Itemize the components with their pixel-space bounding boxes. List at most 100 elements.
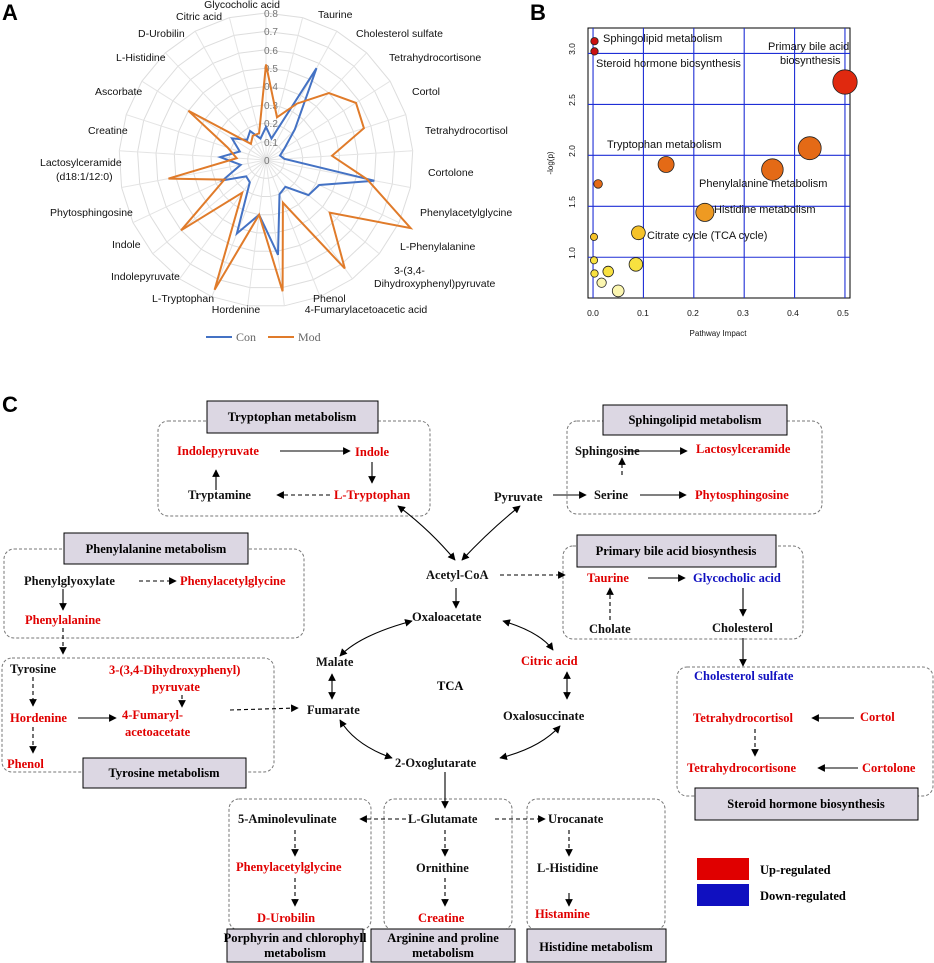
node-phenylacetylglycine: Phenylacetylglycine bbox=[180, 574, 286, 588]
node-l-glutamate: L-Glutamate bbox=[408, 812, 478, 826]
bile-acid-title-box bbox=[576, 534, 777, 568]
radar-tick: 0.6 bbox=[264, 46, 278, 57]
scatter-point bbox=[602, 265, 614, 278]
porphyrin-title-line2: metabolism bbox=[264, 946, 326, 960]
arrow bbox=[461, 505, 521, 561]
node-serine: Serine bbox=[594, 488, 628, 502]
radar-spoke bbox=[247, 159, 267, 306]
radar-spoke bbox=[265, 114, 406, 161]
radar-label: Lactosylceramide bbox=[40, 157, 122, 169]
radar-spoke bbox=[194, 30, 267, 161]
radar-spoke bbox=[265, 80, 391, 161]
node-d-urobilin: D-Urobilin bbox=[257, 911, 315, 925]
radar-tick: 0.1 bbox=[264, 138, 278, 149]
histidine-title: Histidine metabolism bbox=[539, 940, 653, 954]
porphyrin-title-line1: Porphyrin and chlorophyll bbox=[224, 931, 367, 945]
node-dihydroxyphenyl-line1: 3-(3,4-Dihydroxyphenyl) bbox=[109, 663, 240, 677]
node-indole: Indole bbox=[355, 445, 389, 459]
legend-down-swatch bbox=[697, 884, 749, 906]
radar-label: L-Histidine bbox=[116, 52, 166, 64]
histidine-title-box bbox=[526, 928, 667, 963]
node-2-oxoglutarate: 2-Oxoglutarate bbox=[395, 756, 477, 770]
bile-acid-title: Primary bile acid biosynthesis bbox=[596, 544, 757, 558]
x-tick: 0.2 bbox=[687, 308, 699, 318]
radar-label: Indolepyruvate bbox=[111, 271, 180, 283]
node-ornithine: Ornithine bbox=[416, 861, 469, 875]
x-tick: 0.0 bbox=[587, 308, 599, 318]
tyrosine-title-box bbox=[82, 757, 247, 789]
radar-spoke bbox=[119, 150, 267, 161]
scatter-point bbox=[761, 158, 784, 181]
radar-label: D-Urobilin bbox=[138, 28, 185, 40]
node-fumaryl-line1: 4-Fumaryl- bbox=[122, 708, 183, 722]
node-creatine: Creatine bbox=[418, 911, 465, 925]
radar-spoke bbox=[265, 150, 413, 161]
radar-label: Tetrahydrocortisol bbox=[425, 125, 508, 137]
node-glycocholic-acid: Glycocholic acid bbox=[693, 571, 781, 585]
arrow bbox=[229, 704, 299, 713]
point-label: Steroid hormone biosynthesis bbox=[596, 58, 741, 70]
y-tick: 1.0 bbox=[567, 247, 577, 259]
tyrosine-title: Tyrosine metabolism bbox=[109, 766, 221, 780]
radar-spoke bbox=[265, 159, 321, 297]
radar-ring bbox=[210, 104, 322, 216]
radar-spoke bbox=[265, 159, 380, 255]
y-tick: 3.0 bbox=[567, 43, 577, 55]
radar-ring bbox=[118, 12, 414, 307]
node-5-aminolevulinate: 5-Aminolevulinate bbox=[238, 812, 337, 826]
x-tick: 0.1 bbox=[637, 308, 649, 318]
radar-label: Citric acid bbox=[176, 11, 222, 23]
scatter-point bbox=[596, 277, 607, 288]
scatter-point bbox=[832, 69, 858, 95]
node-phytosphingosine: Phytosphingosine bbox=[695, 488, 789, 502]
x-axis-label: Pathway Impact bbox=[690, 329, 748, 338]
radar-tick: 0.2 bbox=[264, 119, 278, 130]
node-lactosylceramide: Lactosylceramide bbox=[696, 442, 791, 456]
legend-up-label: Up-regulated bbox=[760, 863, 831, 877]
point-labels: Primary bile acid biosynthesis Tryptopha… bbox=[596, 33, 849, 242]
node-fumaryl-line2: acetoacetate bbox=[125, 725, 191, 739]
arginine-title-line2: metabolism bbox=[412, 946, 474, 960]
radar-spoke bbox=[228, 17, 267, 161]
pathway-scatter-chart: 0.0 0.1 0.2 0.3 0.4 0.5 1.0 1.5 2.0 2.5 … bbox=[546, 27, 858, 338]
sphingolipid-title-box bbox=[602, 404, 788, 436]
scatter-point bbox=[657, 156, 675, 173]
porphyrin-title-box bbox=[226, 928, 364, 963]
scatter-point bbox=[611, 284, 625, 298]
node-hordenine: Hordenine bbox=[10, 711, 67, 725]
radar-spoke bbox=[132, 159, 267, 224]
scatter-point bbox=[590, 256, 599, 265]
node-l-tryptophan: L-Tryptophan bbox=[334, 488, 410, 502]
arrow bbox=[339, 619, 413, 657]
node-tetrahydrocortisone: Tetrahydrocortisone bbox=[687, 761, 796, 775]
phenylalanine-title-box bbox=[63, 532, 249, 565]
radar-label: Phenylacetylglycine bbox=[420, 207, 512, 219]
radar-spoke bbox=[121, 159, 267, 188]
arrow bbox=[499, 725, 561, 761]
point-label: Primary bile acid bbox=[768, 41, 849, 53]
panel-c-label: C bbox=[2, 392, 18, 417]
node-tyrosine: Tyrosine bbox=[10, 662, 57, 676]
node-pyruvate: Pyruvate bbox=[494, 490, 543, 504]
y-tick-labels: 1.0 1.5 2.0 2.5 3.0 bbox=[567, 43, 577, 259]
radar-label: Dihydroxyphenyl)pyruvate bbox=[374, 278, 496, 290]
node-citric-acid: Citric acid bbox=[521, 654, 578, 668]
radar-ring bbox=[137, 30, 395, 289]
radar-label: 4-Fumarylacetoacetic acid bbox=[305, 304, 428, 316]
node-taurine: Taurine bbox=[587, 571, 629, 585]
radar-label: Cholesterol sulfate bbox=[356, 28, 443, 40]
tyrosine-frame bbox=[1, 657, 275, 773]
radar-label: (d18:1/12:0) bbox=[56, 171, 113, 183]
x-tick: 0.4 bbox=[787, 308, 799, 318]
radar-tick: 0.3 bbox=[264, 101, 278, 112]
x-tick: 0.5 bbox=[837, 308, 849, 318]
series-con-line bbox=[217, 67, 375, 256]
arrow bbox=[397, 505, 456, 561]
point-label: Phenylalanine metabolism bbox=[699, 178, 827, 190]
point-label: Citrate cycle (TCA cycle) bbox=[647, 230, 767, 242]
steroid-title: Steroid hormone biosynthesis bbox=[727, 797, 885, 811]
node-phenol: Phenol bbox=[7, 757, 44, 771]
node-phenylalanine: Phenylalanine bbox=[25, 613, 101, 627]
scatter-point bbox=[695, 202, 715, 222]
radar-spoke bbox=[265, 30, 338, 161]
